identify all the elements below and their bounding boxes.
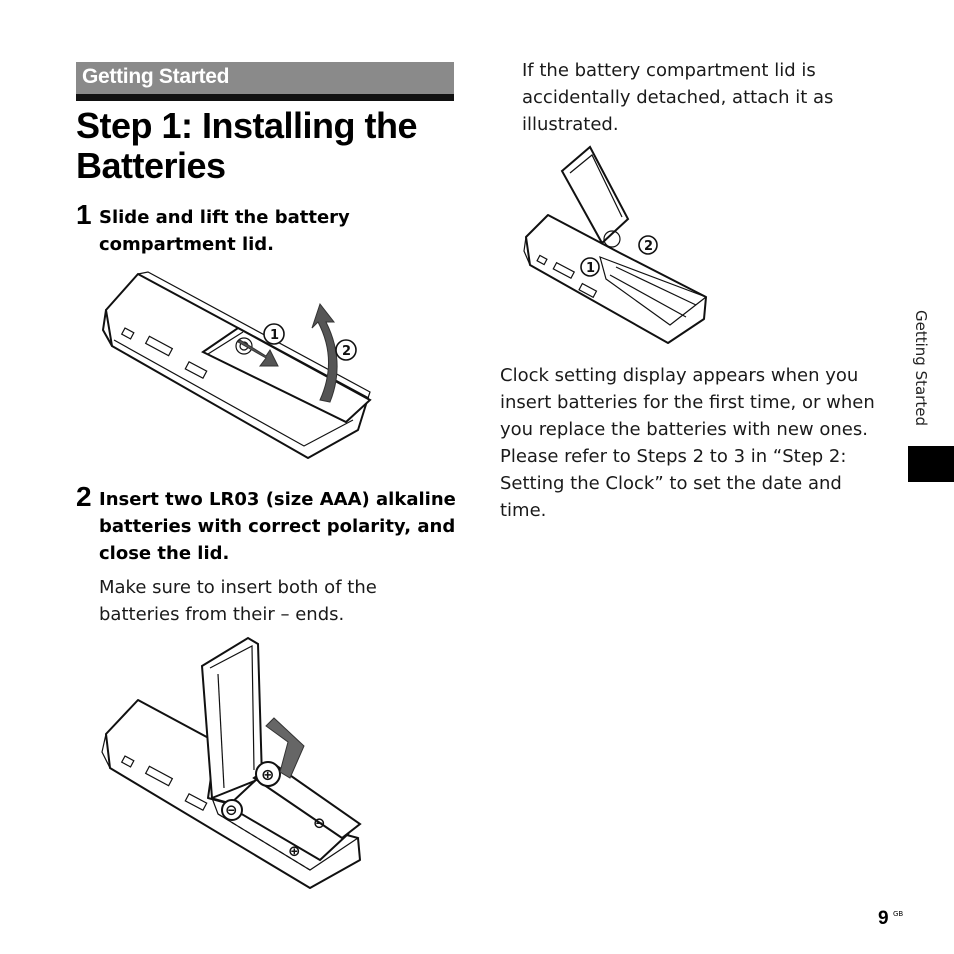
step-2-line3: close the lid. [99,543,230,564]
step-2-instruction: Insert two LR03 (size AAA) alkaline batt… [99,486,459,567]
section-rule [76,94,454,101]
side-tab-marker [908,446,954,482]
detached-lid-line2: accidentally detached, attach it as [522,87,834,108]
detached-lid-note: If the battery compartment lid is accide… [522,57,852,138]
page-suffix: GB [893,910,904,918]
clock-line5: Setting the Clock” to set the date and t… [500,473,842,521]
step-2-line1: Insert two LR03 (size AAA) alkaline [99,489,456,510]
callout-2: 2 [342,344,351,359]
slide-lid-illustration: 1 2 [102,271,372,459]
svg-text:⊕: ⊕ [288,842,301,860]
detached-lid-line3: illustrated. [522,114,619,135]
callout-1: 1 [270,328,279,343]
clock-line4: Please refer to Steps 2 to 3 in “Step 2: [500,446,847,467]
step-2-note: Make sure to insert both of the batterie… [99,574,459,628]
svg-text:⊖: ⊖ [313,814,326,832]
clock-line1: Clock setting display appears when you [500,365,859,386]
side-tab-label: Getting Started [912,310,930,426]
clock-line2: insert batteries for the first time, or … [500,392,875,413]
step-2-note-line1: Make sure to insert both of the [99,577,377,598]
page-title-line1: Step 1: Installing the [76,105,418,146]
page-title-line2: Batteries [76,145,226,186]
step-2-note-line2: batteries from their – ends. [99,604,345,625]
section-header-bar: Getting Started [76,62,454,94]
callout-2-lid: 2 [644,239,653,254]
page-title: Step 1: Installing the Batteries [76,106,456,186]
step-1-line1: Slide and lift the battery [99,207,350,228]
page-number: 9 [878,908,889,929]
step-1-number: 1 [76,199,92,230]
reattach-lid-illustration: 1 2 [523,145,708,344]
clock-setting-note: Clock setting display appears when you i… [500,362,892,524]
insert-batteries-illustration: ⊕ ⊖ ⊖ ⊕ [101,636,362,889]
step-1-instruction: Slide and lift the battery compartment l… [99,204,459,258]
section-label: Getting Started [82,65,230,88]
svg-text:⊕: ⊕ [261,765,274,784]
clock-line3: you replace the batteries with new ones. [500,419,868,440]
detached-lid-line1: If the battery compartment lid is [522,60,816,81]
callout-1-lid: 1 [586,261,595,276]
step-2-line2: batteries with correct polarity, and [99,516,456,537]
step-1-line2: compartment lid. [99,234,275,255]
svg-text:⊖: ⊖ [225,801,238,819]
step-2-number: 2 [76,481,92,512]
